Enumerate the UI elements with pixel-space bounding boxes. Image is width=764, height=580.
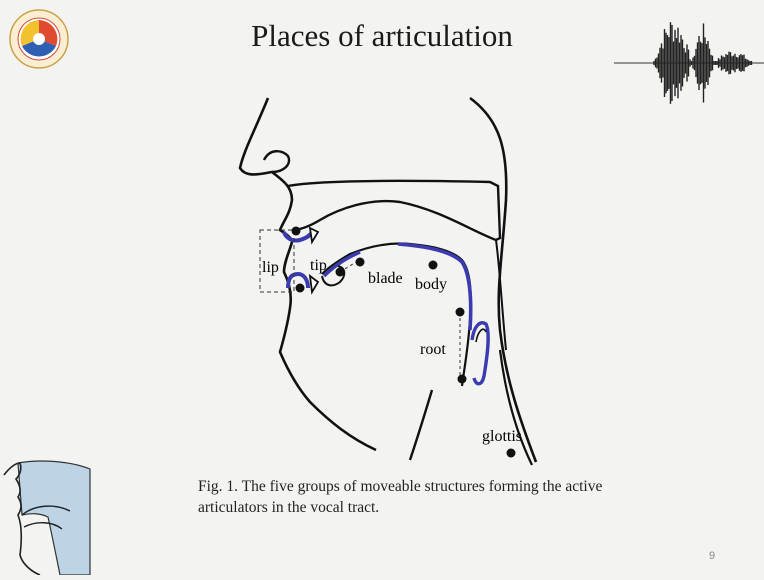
label-body: body	[415, 276, 447, 293]
figure-caption: Fig. 1. The five groups of moveable stru…	[198, 476, 618, 518]
caption-line-2: articulators in the vocal tract.	[198, 497, 618, 518]
pharynx-back-wall	[470, 98, 536, 462]
vocal-tract-diagram: lip tip blade body root glottis	[200, 90, 560, 470]
speech-waveform-icon	[614, 8, 764, 118]
label-root: root	[420, 341, 446, 358]
label-tip: tip	[310, 257, 327, 274]
page-number: 9	[709, 550, 715, 562]
vocal-tract-thumbnail-icon	[0, 455, 96, 575]
caption-line-1: Fig. 1. The five groups of moveable stru…	[198, 476, 618, 497]
label-glottis: glottis	[482, 428, 522, 445]
label-lip: lip	[262, 259, 279, 276]
label-blade: blade	[368, 270, 403, 287]
tongue-outline	[322, 243, 471, 386]
